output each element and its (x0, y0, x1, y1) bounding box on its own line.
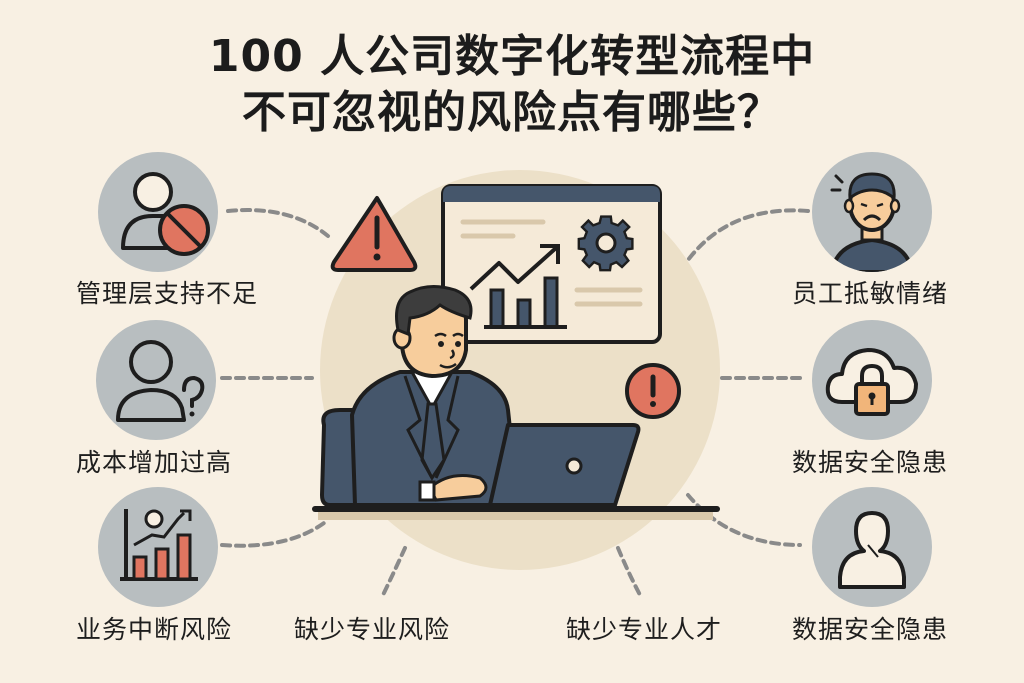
trend-chart-icon (469, 244, 567, 329)
unhappy-employee-icon (829, 172, 915, 272)
desk-shadow (318, 512, 713, 520)
warning-triangle-icon (330, 196, 418, 272)
risk-label-business-disruption: 业务中断风险 (76, 615, 233, 644)
risk-node-management-support (98, 152, 218, 272)
user-silhouette-icon (838, 511, 906, 589)
desk (312, 506, 720, 512)
dashboard-window (441, 184, 662, 344)
user-blocked-icon (121, 172, 210, 256)
risk-node-cost (96, 320, 216, 440)
risk-label-lack-expertise: 缺少专业风险 (294, 615, 451, 644)
risk-node-data-security-user (812, 487, 932, 607)
risk-node-employee-resistance (812, 152, 932, 272)
gear-icon (577, 215, 634, 272)
page-title-line-1: 100 人公司数字化转型流程中 (208, 31, 816, 82)
risk-label-data-security-1: 数据安全隐患 (792, 448, 949, 477)
businessman-illustration (350, 285, 520, 507)
risk-label-cost: 成本增加过高 (76, 448, 233, 477)
risk-node-data-security-cloud (812, 320, 932, 440)
user-question-icon (116, 340, 205, 422)
cloud-lock-icon (825, 348, 918, 416)
risk-label-lack-talent: 缺少专业人才 (566, 615, 723, 644)
risk-label-employee-resistance: 员工抵敏情绪 (792, 279, 949, 308)
risk-node-business-disruption (98, 487, 218, 607)
connectors (220, 208, 810, 597)
risk-label-management-support: 管理层支持不足 (76, 279, 259, 308)
alert-circle-icon (625, 363, 681, 419)
page-title-line-2: 不可忽视的风险点有哪些？ (242, 87, 782, 138)
bar-chart-trend-icon (120, 509, 198, 581)
risk-label-data-security-2: 数据安全隐患 (792, 615, 949, 644)
